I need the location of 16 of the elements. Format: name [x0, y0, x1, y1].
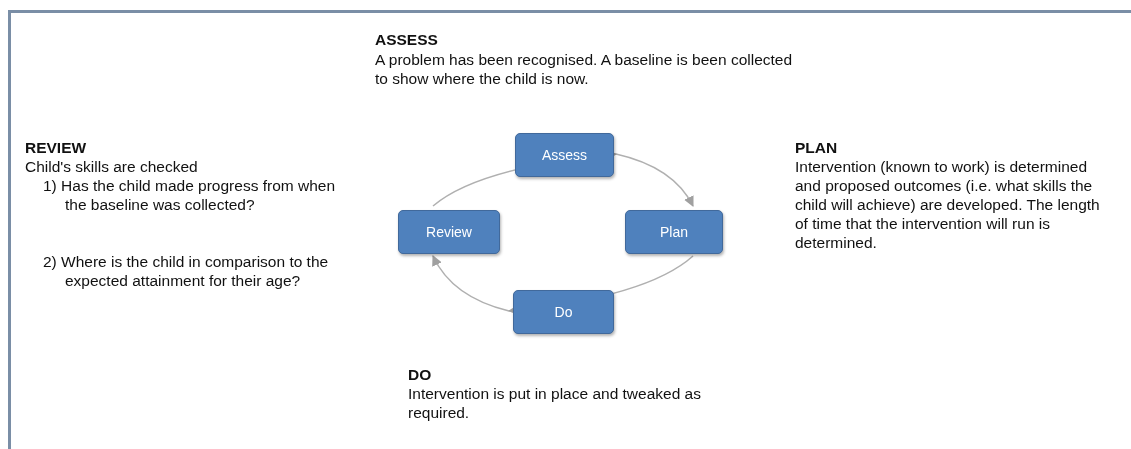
section-heading: REVIEW [25, 138, 88, 157]
process-box: Plan [625, 210, 723, 254]
curved-arrow [615, 153, 694, 207]
section-heading: DO [408, 365, 433, 384]
description-text: Intervention is put in place and tweaked as required. [408, 384, 702, 422]
section-heading: PLAN [795, 138, 839, 157]
process-box: Review [398, 210, 500, 254]
process-box: Do [513, 290, 614, 334]
description-text: A problem has been recognised. A baseline is been collected to show where the child is now. [375, 50, 794, 88]
description-text: Intervention (known to work) is determined and proposed outcomes (i.e. what skills the child will achieve) are developed. The length of time that the intervention will run is determined. [795, 157, 1101, 252]
list-item: 1) Has the child made progress from when the baseline was collected? [43, 176, 337, 214]
list-item: 2) Where is the child in comparison to the expected attainment for their age? [43, 252, 330, 290]
curved-arrow [432, 255, 510, 312]
section-heading: ASSESS [375, 30, 439, 49]
process-box: Assess [515, 133, 614, 177]
description-text: Child's skills are checked [25, 157, 199, 176]
